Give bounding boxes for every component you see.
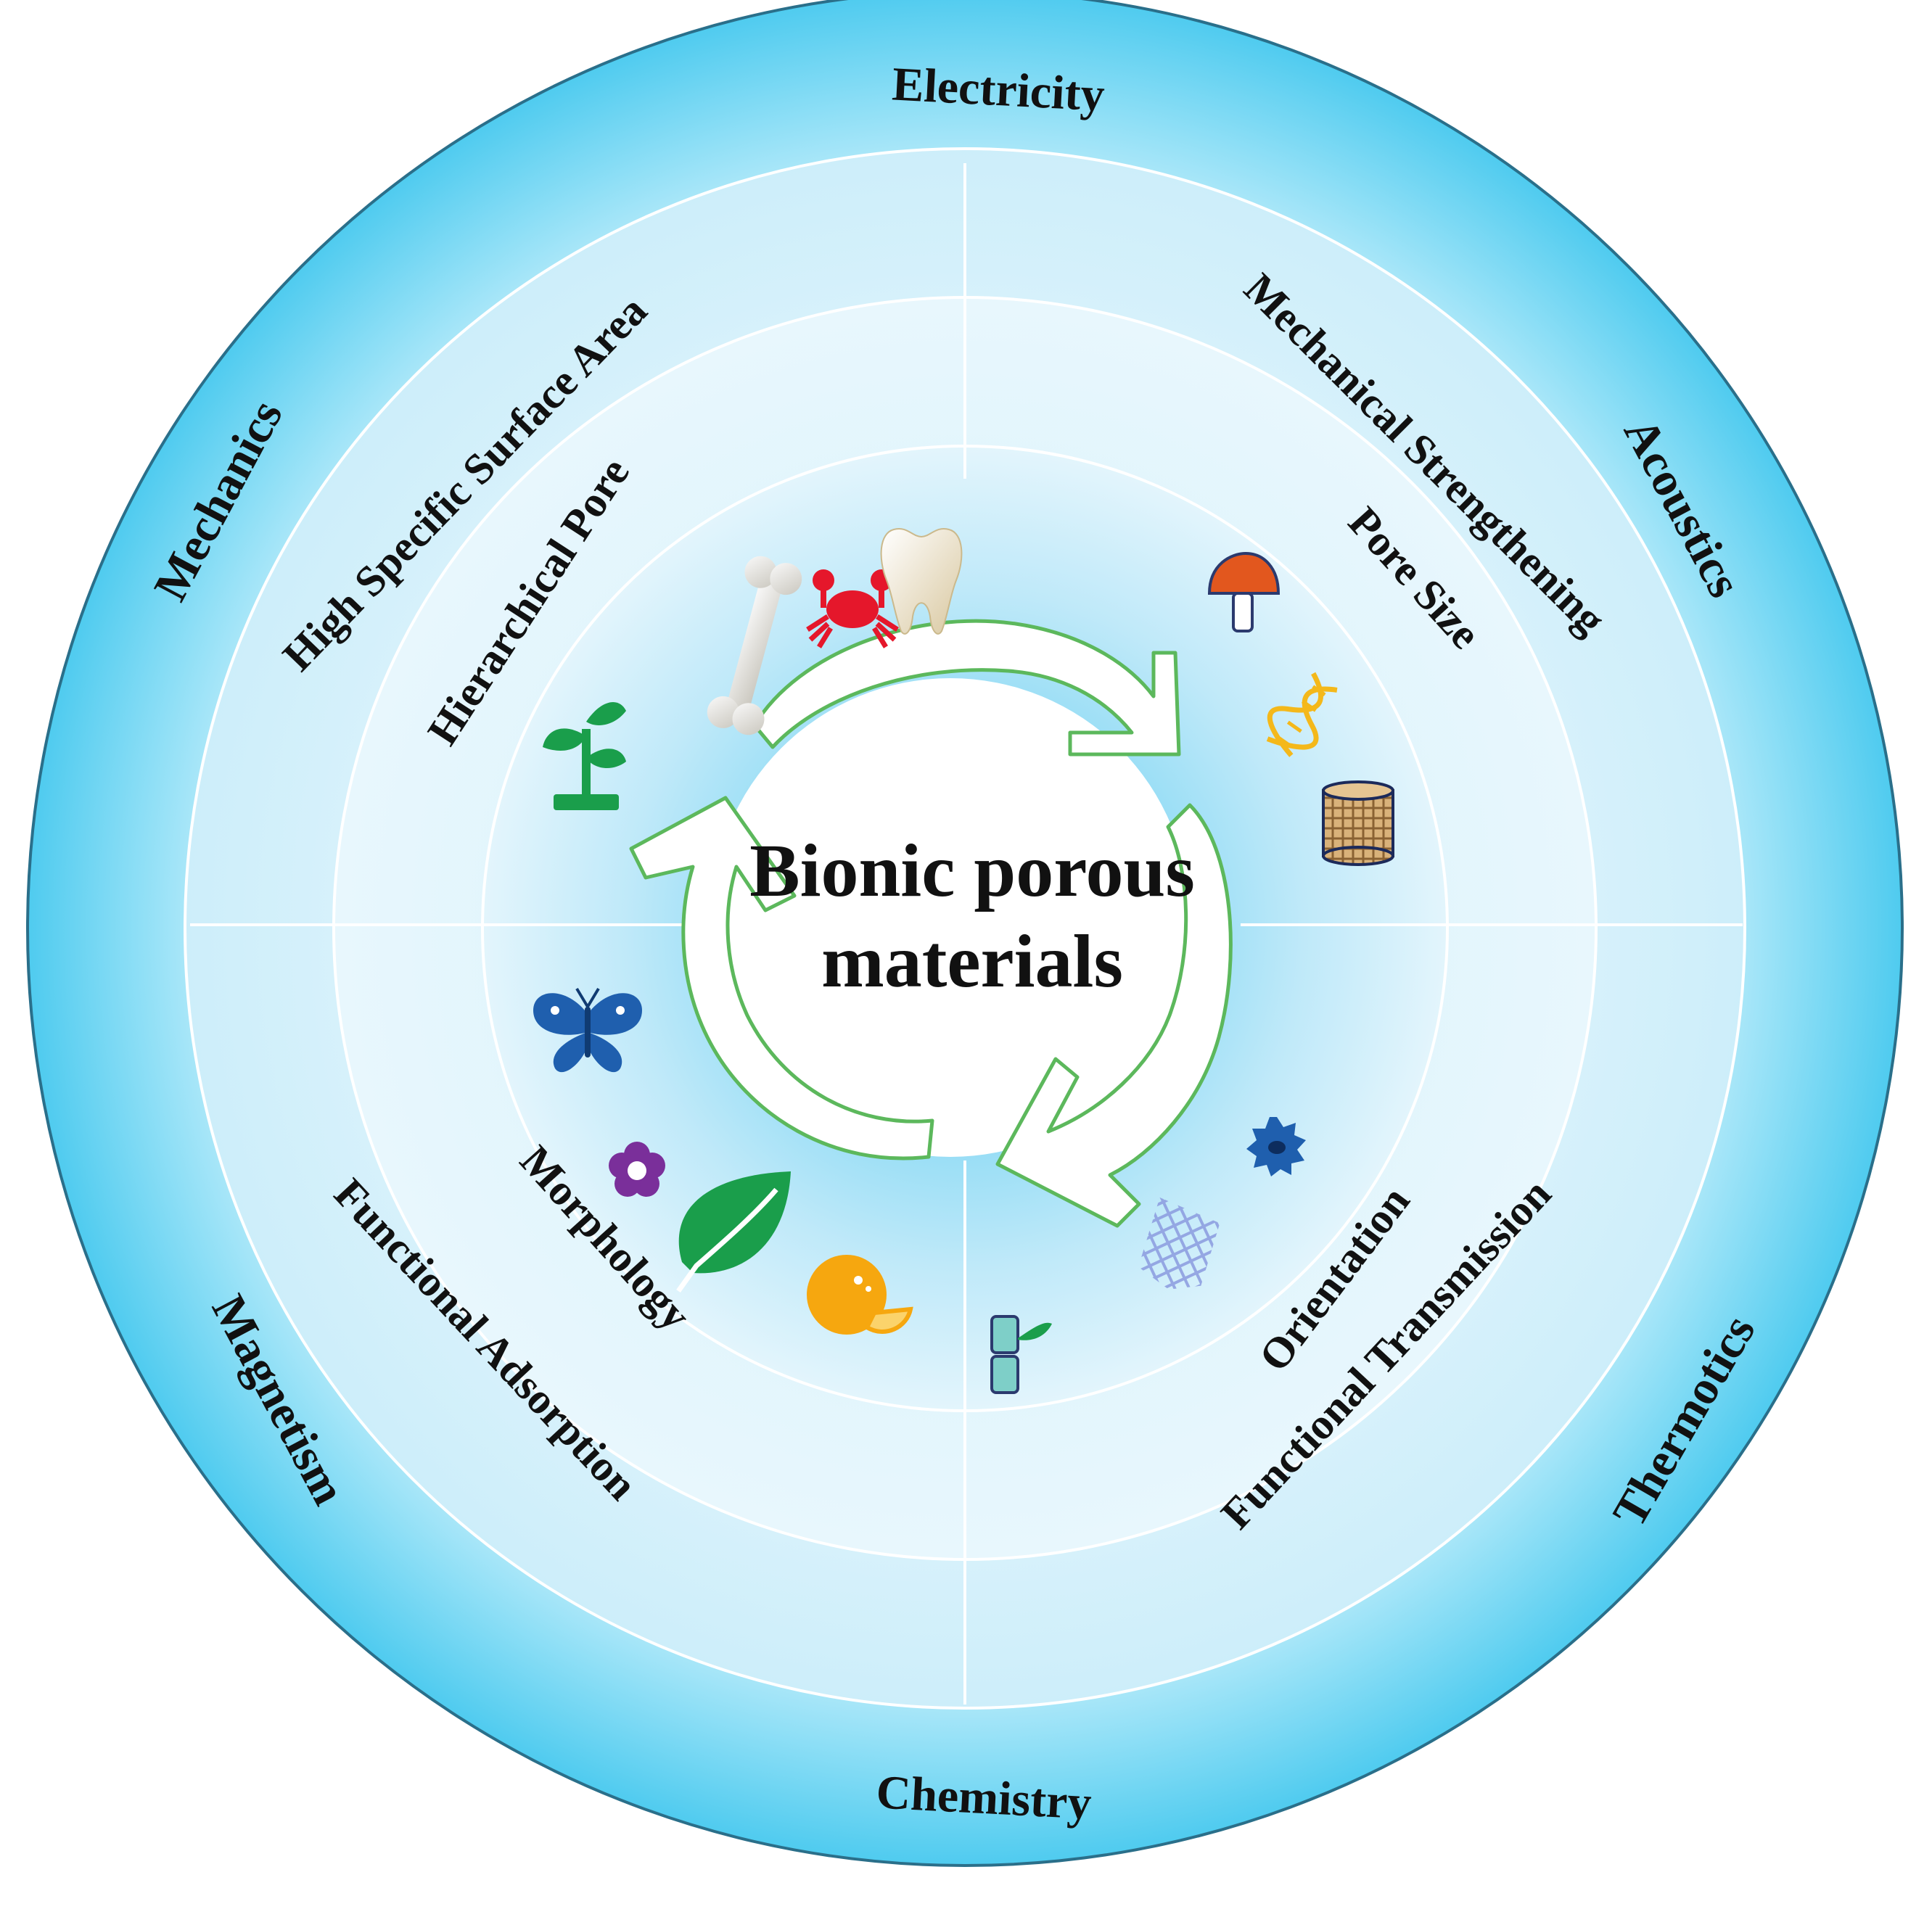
crab-icon bbox=[806, 569, 899, 648]
dna-icon bbox=[1266, 672, 1338, 757]
mesh-icon bbox=[1138, 1197, 1220, 1290]
bone-icon bbox=[707, 556, 802, 735]
pollen-icon bbox=[1246, 1117, 1306, 1176]
leaf-icon bbox=[676, 1171, 791, 1293]
cycle-arrow-right bbox=[995, 803, 1233, 1228]
plant-sprout-icon bbox=[543, 702, 626, 810]
butterfly-icon bbox=[533, 987, 642, 1073]
center-title-line2: materials bbox=[821, 920, 1123, 1003]
mushroom-icon bbox=[1207, 551, 1281, 632]
cycle-arrow-left bbox=[629, 796, 934, 1161]
bamboo-icon bbox=[990, 1315, 1052, 1394]
tooth-icon bbox=[880, 527, 963, 635]
center-disk bbox=[711, 678, 1190, 1157]
center-title-line1: Bionic porous bbox=[749, 829, 1195, 912]
flower-icon bbox=[609, 1142, 665, 1197]
orange-icon bbox=[807, 1255, 913, 1335]
label-electricity: Electricity bbox=[891, 57, 1106, 121]
woven-cylinder-icon bbox=[1322, 780, 1394, 866]
label-chemistry: Chemistry bbox=[875, 1765, 1093, 1829]
